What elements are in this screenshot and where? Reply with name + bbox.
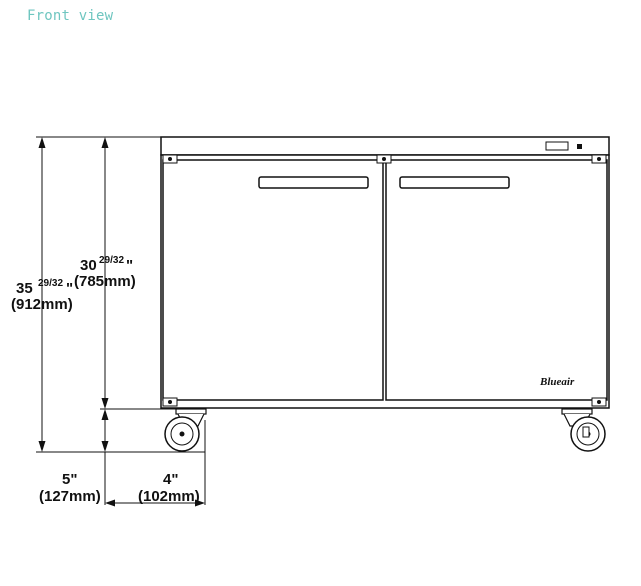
countertop bbox=[160, 136, 610, 156]
svg-text:": " bbox=[66, 280, 73, 297]
cabinet-height-dimension-line bbox=[101, 137, 109, 409]
svg-text:(912mm): (912mm) bbox=[11, 296, 73, 313]
total-height-dimension-line bbox=[38, 137, 46, 452]
hinge-top-center bbox=[376, 154, 392, 164]
svg-text:29/32: 29/32 bbox=[38, 278, 63, 289]
cabinet-height-label: 30 29/32 " (785mm) bbox=[74, 255, 136, 290]
svg-text:(102mm): (102mm) bbox=[138, 488, 200, 505]
caster-width-dimension-line bbox=[105, 499, 205, 507]
left-caster bbox=[164, 408, 207, 452]
control-button bbox=[577, 144, 582, 149]
svg-text:4": 4" bbox=[163, 471, 178, 488]
svg-text:30: 30 bbox=[80, 257, 97, 274]
left-door-handle bbox=[258, 176, 369, 189]
brand-logo: Blueair bbox=[539, 376, 575, 388]
caster-height-dimension-line bbox=[101, 409, 109, 452]
svg-text:": " bbox=[126, 257, 133, 274]
svg-text:5": 5" bbox=[62, 471, 77, 488]
svg-text:(127mm): (127mm) bbox=[39, 488, 101, 505]
svg-text:(785mm): (785mm) bbox=[74, 273, 136, 290]
extension-lines bbox=[36, 136, 206, 505]
right-door-handle bbox=[399, 176, 510, 189]
hinge-top-right bbox=[591, 154, 607, 164]
svg-text:29/32: 29/32 bbox=[99, 255, 124, 266]
caster-height-label: 5" (127mm) bbox=[39, 471, 101, 505]
caster-width-label: 4" (102mm) bbox=[138, 471, 200, 505]
svg-text:35: 35 bbox=[16, 280, 33, 297]
hinge-bottom-right bbox=[591, 397, 607, 407]
total-height-label: 35 29/32 " (912mm) bbox=[11, 278, 73, 313]
hinge-top-left bbox=[162, 154, 178, 164]
hinge-bottom-left bbox=[162, 397, 178, 407]
right-caster bbox=[561, 408, 606, 452]
right-door bbox=[385, 159, 608, 401]
control-display bbox=[545, 141, 569, 151]
left-door bbox=[162, 159, 384, 401]
page-title: Front view bbox=[27, 8, 114, 24]
